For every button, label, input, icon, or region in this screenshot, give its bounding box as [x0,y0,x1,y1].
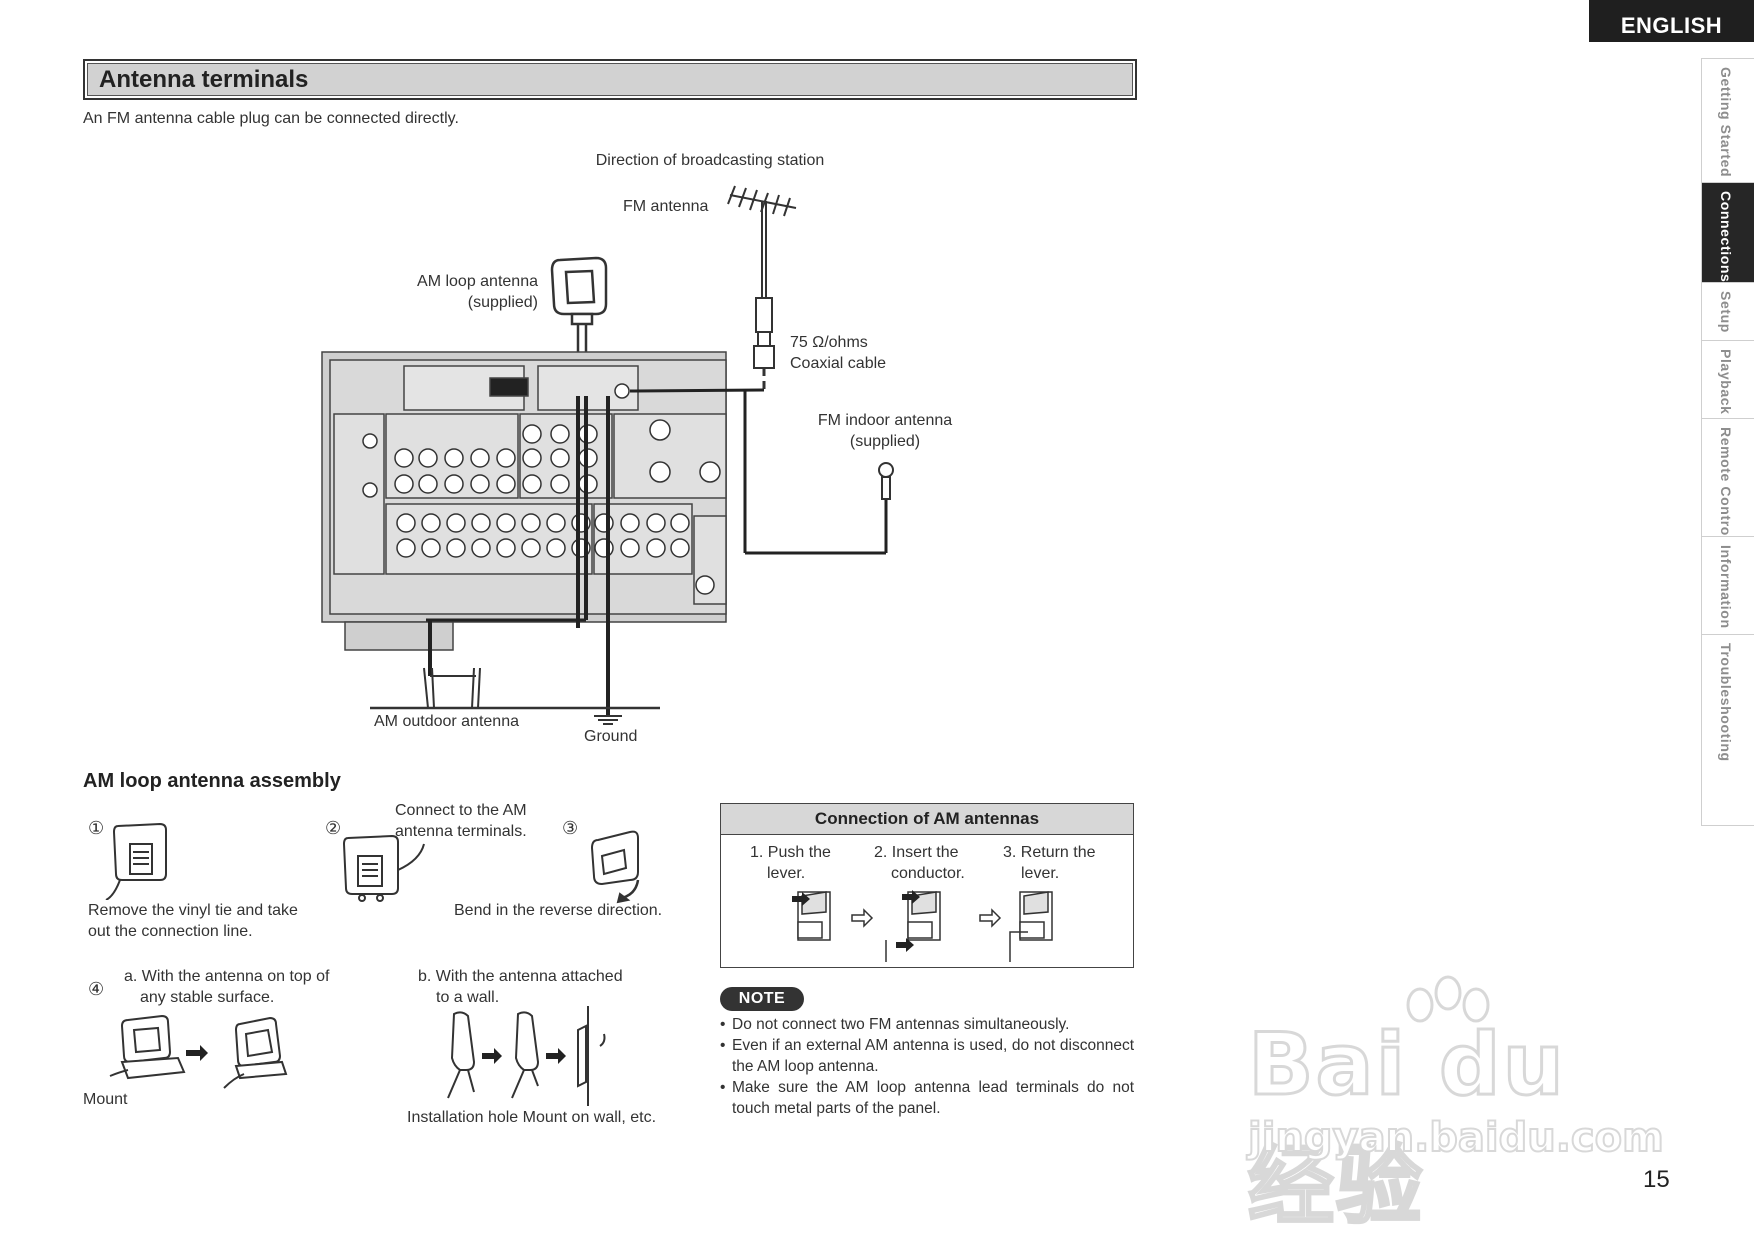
ground-label: Ground [584,728,638,745]
note-item: Do not connect two FM antennas simultane… [720,1014,1134,1035]
nav-label: Playback [1718,349,1734,415]
fm-indoor-label: FM indoor antenna [817,412,953,429]
nav-label: Setup [1718,291,1734,333]
direction-label: Direction of broadcasting station [595,152,825,169]
nav-label: Remote Control [1718,427,1734,541]
am-outdoor-label: AM outdoor antenna [374,713,519,730]
coaxial-connector [753,297,775,390]
intro-text: An FM antenna cable plug can be connecte… [83,110,459,127]
nav-tab-connections[interactable]: Connections [1701,182,1754,282]
nav-tab-playback[interactable]: Playback [1701,340,1754,418]
fm-antenna-illustration [727,185,797,298]
nav-label: Troubleshooting [1718,643,1734,762]
step4-number: ④ [88,979,105,999]
connection-step2-line2: conductor. [891,865,965,882]
fm-indoor-antenna-illustration [878,462,894,500]
am-loop-supplied-label: (supplied) [467,294,538,311]
rear-panel-jacks [362,383,721,595]
section-title-bar: Antenna terminals [83,59,1137,100]
connection-step3-line2: lever. [1021,865,1060,882]
nav-tab-getting-started[interactable]: Getting Started [1701,58,1754,182]
connection-step1-line1: 1. Push the [750,844,831,861]
step1-number: ① [88,818,105,838]
coax-cable-label: Coaxial cable [790,355,887,372]
step3-number: ③ [562,818,579,838]
connection-step2-line1: 2. Insert the [874,844,959,861]
step3-illustration [590,830,640,904]
nav-label: Information [1718,545,1734,629]
step1-text-line2: out the connection line. [88,923,253,940]
page-number: 15 [1643,1166,1670,1193]
nav-tab-information[interactable]: Information [1701,536,1754,634]
step4a-text-line2: any stable surface. [140,989,275,1006]
nav-tab-troubleshooting[interactable]: Troubleshooting [1701,634,1754,826]
step1-text-line1: Remove the vinyl tie and take [88,902,298,919]
step4a-text-line1: a. With the antenna on top of [124,968,330,985]
connection-box-title: Connection of AM antennas [721,804,1133,835]
connection-steps-illustration [792,890,1053,962]
connection-box: Connection of AM antennas [720,803,1134,968]
watermark-logo-text: Bai du 经验 [1247,1014,1566,1238]
step2-text-line1: Connect to the AM [395,802,527,819]
am-loop-label: AM loop antenna [417,273,538,290]
step4b-illustration [447,1006,606,1106]
step4a-illustration [109,1014,288,1089]
step2-number: ② [325,818,342,838]
coax-impedance-label: 75 Ω/ohms [790,334,868,351]
fm-antenna-label: FM antenna [623,198,709,215]
nav-tab-remote-control[interactable]: Remote Control [1701,418,1754,540]
paw-icon [1406,975,1490,1023]
antenna-wires [426,388,888,716]
step4a-caption: Mount [83,1091,128,1108]
note-item: Make sure the AM loop antenna lead termi… [720,1077,1134,1119]
baidu-watermark: Bai du 经验 jingyan.baidu.com [1240,975,1665,1238]
watermark-url: jingyan.baidu.com [1247,1114,1665,1162]
step4b-text-line2: to a wall. [436,989,500,1006]
language-tab: ENGLISH [1589,0,1754,42]
nav-tab-setup[interactable]: Setup [1701,282,1754,340]
fm-indoor-supplied-label: (supplied) [849,433,921,450]
section-title: Antenna terminals [99,66,309,93]
step4b-caption: Installation hole Mount on wall, etc. [407,1109,657,1126]
assembly-heading: AM loop antenna assembly [83,770,341,792]
note-list: Do not connect two FM antennas simultane… [720,1014,1134,1119]
step2-illustration [342,834,425,902]
connection-step3-line1: 3. Return the [1003,844,1096,861]
note-item: Even if an external AM antenna is used, … [720,1035,1134,1077]
nav-label: Getting Started [1718,67,1734,178]
am-outdoor-antenna-illustration [370,667,660,725]
step4b-text-line1: b. With the antenna attached [418,968,623,985]
note-badge: NOTE [720,987,804,1011]
connection-step1-line2: lever. [767,865,806,882]
receiver-rear-panel [321,351,727,651]
nav-label: Connections [1718,191,1734,283]
step3-text: Bend in the reverse direction. [454,902,663,919]
step1-illustration [105,822,167,900]
step2-text-line2: antenna terminals. [395,823,527,840]
